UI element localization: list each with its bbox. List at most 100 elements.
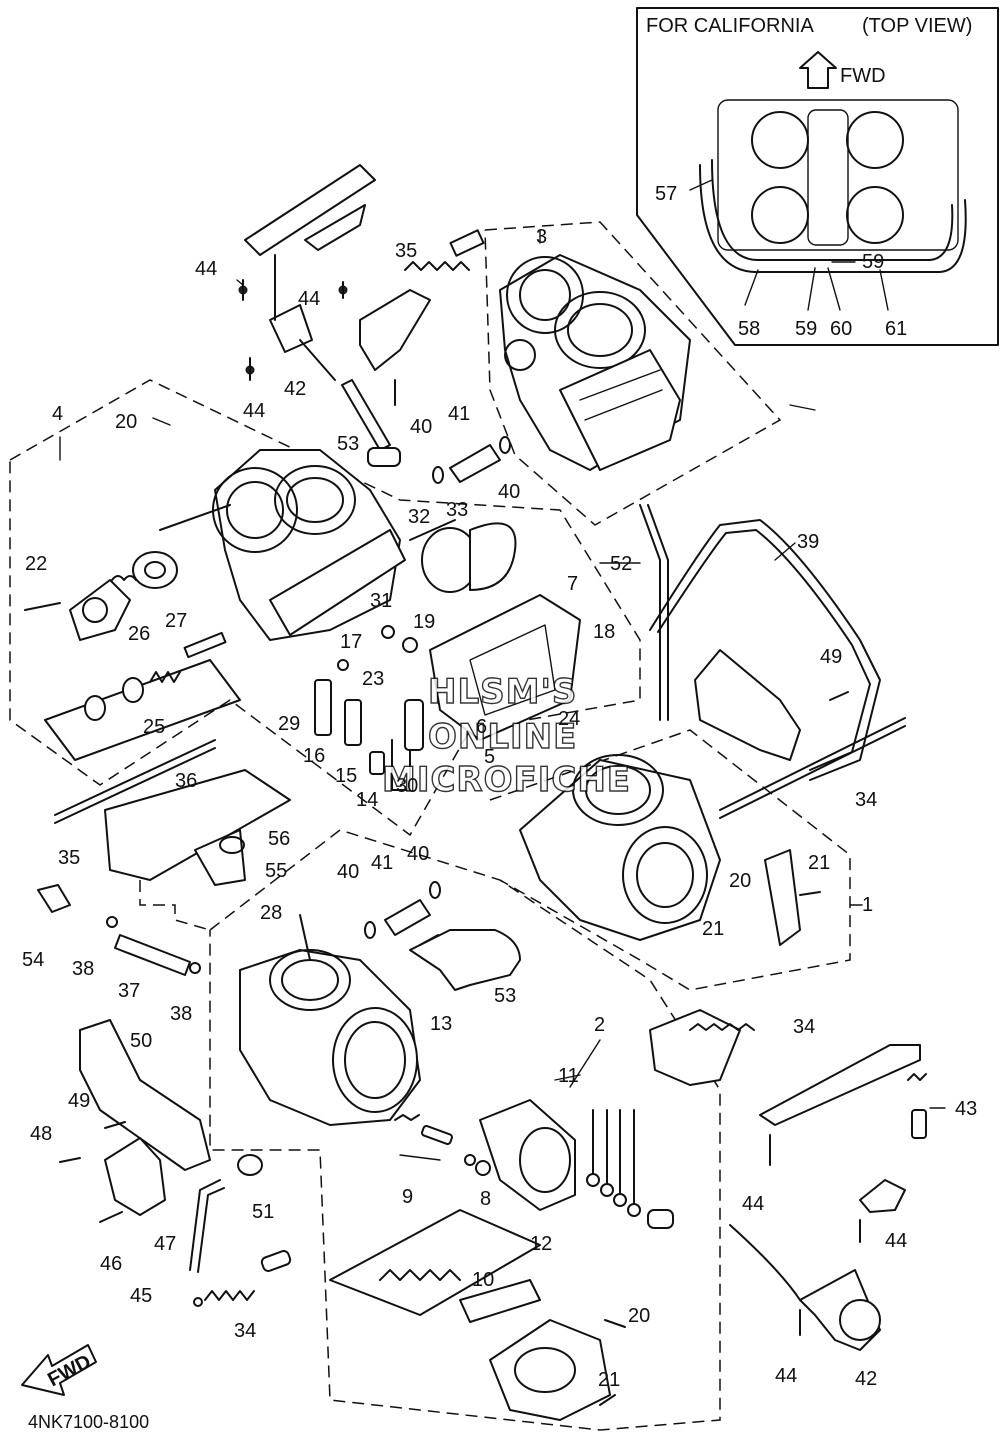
- part-callouts: 3 35 44 44 42 44 4 20 53 40 41 40 22 26 …: [22, 226, 977, 1391]
- callout-33: 33: [446, 499, 468, 521]
- callout-4: 4: [52, 403, 63, 425]
- callout-28: 28: [260, 902, 282, 924]
- callout-44-c: 44: [243, 400, 265, 422]
- callout-42-lower: 42: [855, 1368, 877, 1390]
- shaft-53-upper: [341, 379, 401, 467]
- jets-9: [394, 1114, 491, 1176]
- callout-25: 25: [143, 716, 165, 738]
- clip-54-and-pipe-37: [37, 884, 201, 976]
- callout-40-d: 40: [407, 843, 429, 865]
- callout-40-a: 40: [410, 416, 432, 438]
- bracket-plate-36: [104, 769, 291, 886]
- throttle-spring-assembly: [359, 229, 485, 406]
- callout-35-left: 35: [58, 847, 80, 869]
- cover-parts-left: [24, 551, 178, 641]
- callout-21-b: 21: [702, 918, 724, 940]
- callout-13: 13: [430, 1013, 452, 1035]
- spring-41-upper: [432, 436, 511, 484]
- callout-34-lower: 34: [234, 1320, 256, 1342]
- watermark: HLSM'S ONLINE MICROFICHE: [381, 671, 631, 800]
- callout-36: 36: [175, 770, 197, 792]
- carburetor-1: [519, 754, 821, 946]
- callout-37: 37: [118, 980, 140, 1002]
- upper-linkage-plate: [238, 164, 376, 381]
- callout-40-b: 40: [498, 481, 520, 503]
- carburetor-2: [239, 914, 421, 1126]
- callout-34-mid: 34: [793, 1016, 815, 1038]
- carburetor-4: [159, 449, 406, 641]
- rod-34-middle: [719, 717, 906, 819]
- callout-58: 58: [738, 318, 760, 340]
- callout-29: 29: [278, 713, 300, 735]
- watermark-line-2: ONLINE: [428, 717, 577, 757]
- diaphragm-12: [479, 1099, 576, 1211]
- rod-35-left: [54, 739, 216, 824]
- callout-49-right: 49: [820, 646, 842, 668]
- callout-46: 46: [100, 1253, 122, 1275]
- callout-1: 1: [862, 894, 873, 916]
- callout-24: 24: [558, 708, 580, 730]
- callout-34-right: 34: [855, 789, 877, 811]
- callout-38-a: 38: [72, 958, 94, 980]
- spring-41-lower: [364, 881, 441, 939]
- callout-48: 48: [30, 1123, 52, 1145]
- inset-title-right: (TOP VIEW): [862, 15, 972, 37]
- bracket-50-lower-left: [59, 1019, 211, 1171]
- callout-59a: 59: [862, 251, 884, 273]
- carburetor-3: [499, 254, 691, 471]
- callout-42-top: 42: [284, 378, 306, 400]
- callout-20-right: 20: [729, 870, 751, 892]
- jets-11: [586, 1109, 674, 1229]
- inset-fwd-label: FWD: [840, 65, 886, 87]
- hoses-right: [639, 504, 881, 781]
- small-jets-left: [314, 625, 424, 791]
- callout-20-left: 20: [115, 411, 137, 433]
- callout-45: 45: [130, 1285, 152, 1307]
- inset-frame: [636, 7, 999, 346]
- callout-30: 30: [396, 775, 418, 797]
- watermark-line-1: HLSM'S: [428, 672, 577, 712]
- california-inset: FOR CALIFORNIA (TOP VIEW) FWD 57 59 58 5…: [636, 7, 999, 346]
- inset-title-left: FOR CALIFORNIA: [646, 15, 814, 37]
- callout-39: 39: [797, 531, 819, 553]
- callout-59b: 59: [795, 318, 817, 340]
- callout-8: 8: [480, 1188, 491, 1210]
- callout-41-top: 41: [448, 403, 470, 425]
- callout-19: 19: [413, 611, 435, 633]
- callout-53-top: 53: [337, 433, 359, 455]
- spring-34-lower: [193, 1250, 292, 1307]
- piston-33: [409, 519, 517, 593]
- carb-top-view: [699, 99, 967, 274]
- callout-7: 7: [567, 573, 578, 595]
- callout-44-d: 44: [742, 1193, 764, 1215]
- callout-44-e: 44: [885, 1230, 907, 1252]
- callout-61: 61: [885, 318, 907, 340]
- callout-26: 26: [128, 623, 150, 645]
- linkage-right: [649, 1009, 927, 1351]
- callout-49-left: 49: [68, 1090, 90, 1112]
- needle-assembly-25: [44, 631, 241, 761]
- fwd-badge: FWD: [21, 1344, 97, 1396]
- callout-32: 32: [408, 506, 430, 528]
- callout-52: 52: [610, 553, 632, 575]
- callout-23: 18: [593, 621, 615, 643]
- callout-44-a: 44: [195, 258, 217, 280]
- callout-2: 2: [594, 1014, 605, 1036]
- callout-35-top: 35: [395, 240, 417, 262]
- callout-12: 12: [530, 1233, 552, 1255]
- callout-15: 15: [335, 765, 357, 787]
- watermark-line-3: MICROFICHE: [382, 760, 631, 800]
- callout-11: 11: [558, 1065, 579, 1087]
- assembly-outlines: [9, 221, 851, 1431]
- top-cover-7: [429, 594, 581, 741]
- callout-6: 6: [476, 716, 487, 738]
- callout-44-b: 44: [298, 288, 320, 310]
- callout-54: 54: [22, 949, 44, 971]
- callout-5: 5: [484, 746, 495, 768]
- callout-21-lower: 21: [598, 1369, 620, 1391]
- callout-56: 56: [268, 828, 290, 850]
- callout-47: 47: [154, 1233, 176, 1255]
- callout-53-lower: 53: [494, 985, 516, 1007]
- callout-55: 55: [265, 860, 287, 882]
